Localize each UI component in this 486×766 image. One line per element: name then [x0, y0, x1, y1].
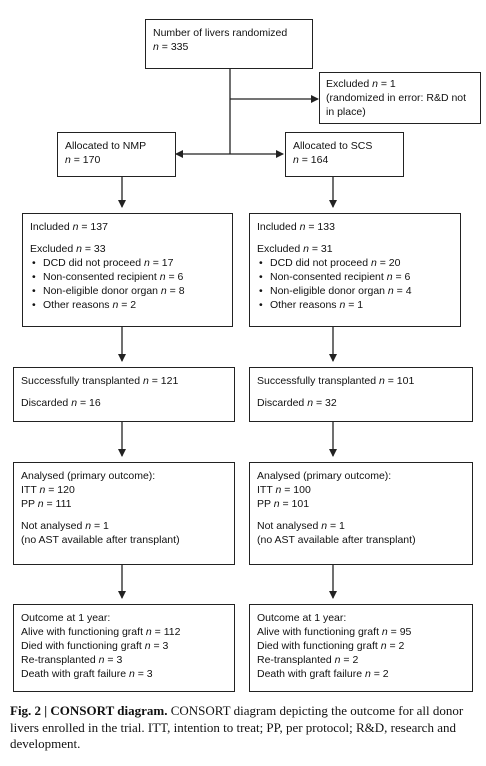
nmp-transplant-box: Successfully transplanted n = 121 Discar… [13, 367, 235, 422]
scs-inclusion-box: Included n = 133 Excluded n = 31 DCD did… [249, 213, 461, 327]
nmp-analysis-box: Analysed (primary outcome): ITT n = 120 … [13, 462, 235, 565]
list-item: Non-eligible donor organ n = 4 [257, 284, 453, 298]
nmp-outcome-box: Outcome at 1 year: Alive with functionin… [13, 604, 235, 692]
excluded-count: = 1 [377, 78, 396, 90]
excluded-randomization-box: Excluded n = 1 (randomized in error: R&D… [319, 72, 481, 124]
scs-outcome-box: Outcome at 1 year: Alive with functionin… [249, 604, 473, 692]
list-item: Other reasons n = 1 [257, 298, 453, 312]
randomized-box: Number of livers randomized n = 335 [145, 19, 313, 69]
randomized-count: = 335 [161, 41, 189, 53]
scs-transplant-box: Successfully transplanted n = 101 Discar… [249, 367, 473, 422]
list-item: DCD did not proceed n = 20 [257, 256, 453, 270]
allocated-scs-box: Allocated to SCS n = 164 [285, 132, 404, 177]
allocated-scs-title: Allocated to SCS [293, 140, 373, 152]
caption-title: Fig. 2 | CONSORT diagram. [10, 703, 168, 718]
excluded-reason: (randomized in error: R&D not [326, 92, 467, 104]
list-item: Non-eligible donor organ n = 8 [30, 284, 225, 298]
list-item: Non-consented recipient n = 6 [257, 270, 453, 284]
list-item: DCD did not proceed n = 17 [30, 256, 225, 270]
allocated-nmp-title: Allocated to NMP [65, 140, 147, 152]
allocated-nmp-box: Allocated to NMP n = 170 [57, 132, 176, 177]
scs-analysis-box: Analysed (primary outcome): ITT n = 100 … [249, 462, 473, 565]
caption-text: CONSORT diagram depicting the outcome fo… [10, 703, 464, 751]
list-item: Non-consented recipient n = 6 [30, 270, 225, 284]
randomized-title: Number of livers randomized [153, 27, 288, 39]
nmp-inclusion-box: Included n = 137 Excluded n = 33 DCD did… [22, 213, 233, 327]
figure-caption: Fig. 2 | CONSORT diagram. CONSORT diagra… [10, 703, 480, 753]
list-item: Other reasons n = 2 [30, 298, 225, 312]
